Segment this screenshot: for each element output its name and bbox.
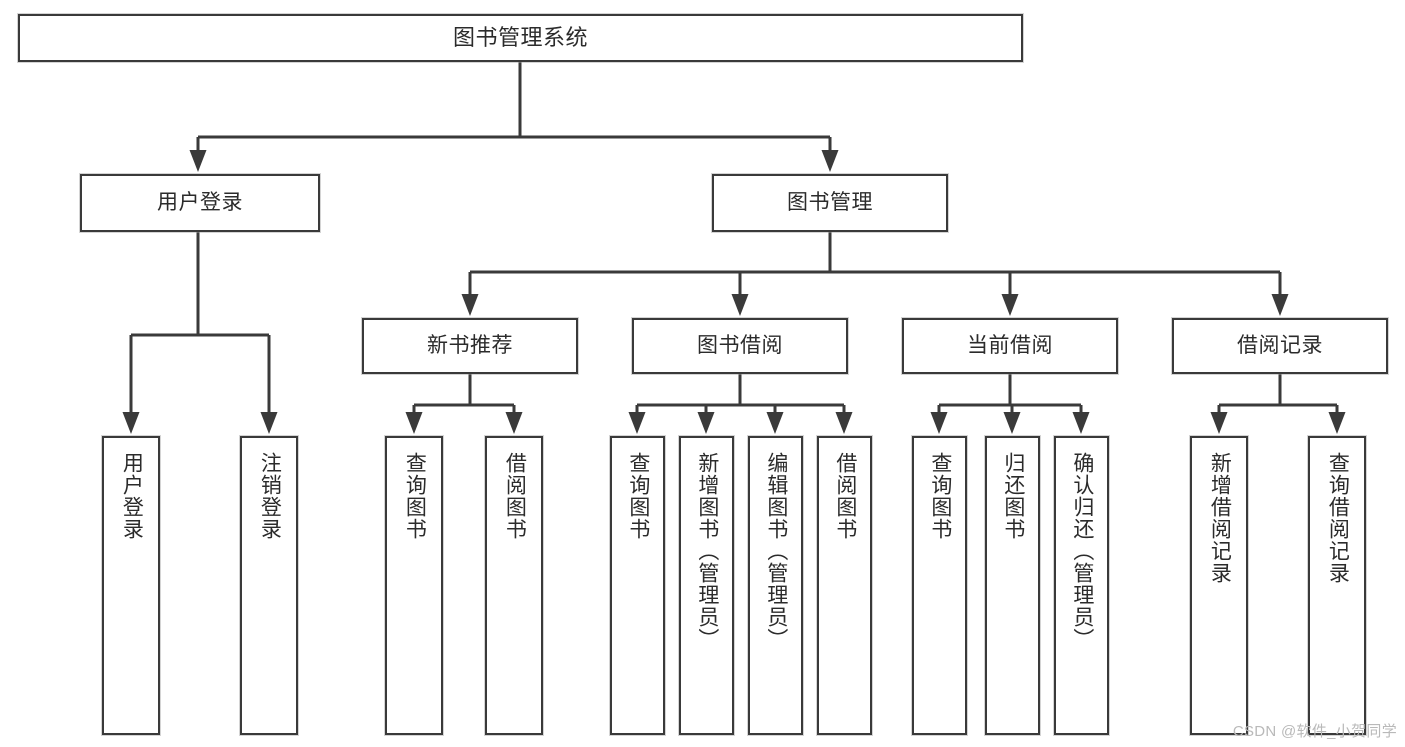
arrow-bb-arrow-4 (835, 405, 853, 434)
level3-node-current-borrow[interactable]: 当前借阅 (902, 318, 1118, 374)
level3-node-new-book-recommend[interactable]: 新书推荐 (362, 318, 578, 374)
arrow-root-to-user-login (189, 137, 207, 172)
leaf-node-leaf-query-book-3[interactable]: 查询图书 (912, 436, 967, 735)
leaf-node-leaf-borrow-book-2[interactable]: 借阅图书 (817, 436, 872, 735)
leaf-node-label: 查询图书 (403, 452, 427, 540)
arrow-nbr-arrow-1 (405, 405, 423, 434)
leaf-node-label: 借阅图书 (833, 452, 857, 540)
arrow-cb-arrow-1 (930, 405, 948, 434)
level2-node-user-login[interactable]: 用户登录 (80, 174, 320, 232)
leaf-node-leaf-add-record[interactable]: 新增借阅记录 (1190, 436, 1248, 735)
arrow-bm-arrow-1 (461, 272, 479, 316)
watermark-text: CSDN @软件_小贺同学 (1232, 723, 1397, 740)
leaf-node-leaf-user-login[interactable]: 用户登录 (102, 436, 160, 735)
leaf-node-label: 归还图书 (1001, 452, 1025, 540)
arrow-ul-arrow-1 (122, 335, 140, 434)
arrow-cb-arrow-3 (1072, 405, 1090, 434)
leaf-node-label: 查询借阅记录 (1326, 452, 1350, 584)
leaf-node-leaf-query-book-2[interactable]: 查询图书 (610, 436, 665, 735)
level3-node-label: 图书借阅 (697, 334, 783, 358)
leaf-node-leaf-query-book-1[interactable]: 查询图书 (385, 436, 443, 735)
level3-node-label: 新书推荐 (427, 334, 513, 358)
arrow-br-arrow-1 (1210, 405, 1228, 434)
leaf-node-leaf-return-book[interactable]: 归还图书 (985, 436, 1040, 735)
leaf-node-label: 注销登录 (258, 452, 282, 540)
root-node-label: 图书管理系统 (452, 24, 588, 50)
leaf-node-label: 查询图书 (626, 452, 650, 540)
level3-node-borrow-record[interactable]: 借阅记录 (1172, 318, 1388, 374)
arrow-bb-arrow-2 (697, 405, 715, 434)
leaf-node-label: 借阅图书 (503, 452, 527, 540)
arrow-bb-arrow-3 (766, 405, 784, 434)
leaf-node-leaf-borrow-book-1[interactable]: 借阅图书 (485, 436, 543, 735)
arrow-ul-arrow-2 (260, 335, 278, 434)
level2-node-book-manage[interactable]: 图书管理 (712, 174, 948, 232)
level3-node-book-borrow[interactable]: 图书借阅 (632, 318, 848, 374)
leaf-node-leaf-confirm-return[interactable]: 确认归还（管理员） (1054, 436, 1109, 735)
level3-node-label: 当前借阅 (967, 334, 1053, 358)
level2-node-label: 用户登录 (157, 191, 243, 215)
leaf-node-label: 新增借阅记录 (1208, 452, 1232, 584)
level3-node-label: 借阅记录 (1237, 334, 1323, 358)
root-node-root[interactable]: 图书管理系统 (18, 14, 1023, 62)
arrow-cb-arrow-2 (1003, 405, 1021, 434)
leaf-node-label: 确认归还（管理员） (1070, 452, 1094, 650)
leaf-node-leaf-user-logout[interactable]: 注销登录 (240, 436, 298, 735)
arrow-root-to-book-manage (821, 137, 839, 172)
arrow-bb-arrow-1 (628, 405, 646, 434)
leaf-node-label: 用户登录 (120, 452, 144, 540)
arrow-br-arrow-2 (1328, 405, 1346, 434)
arrow-bm-arrow-3 (1001, 272, 1019, 316)
leaf-node-leaf-add-book[interactable]: 新增图书（管理员） (679, 436, 734, 735)
leaf-node-label: 查询图书 (928, 452, 952, 540)
arrow-nbr-arrow-2 (505, 405, 523, 434)
arrow-bm-arrow-2 (731, 272, 749, 316)
arrow-bm-arrow-4 (1271, 272, 1289, 316)
leaf-node-label: 新增图书（管理员） (695, 452, 719, 650)
leaf-node-leaf-query-record[interactable]: 查询借阅记录 (1308, 436, 1366, 735)
level2-node-label: 图书管理 (787, 191, 873, 215)
leaf-node-label: 编辑图书（管理员） (764, 452, 788, 650)
leaf-node-leaf-edit-book[interactable]: 编辑图书（管理员） (748, 436, 803, 735)
